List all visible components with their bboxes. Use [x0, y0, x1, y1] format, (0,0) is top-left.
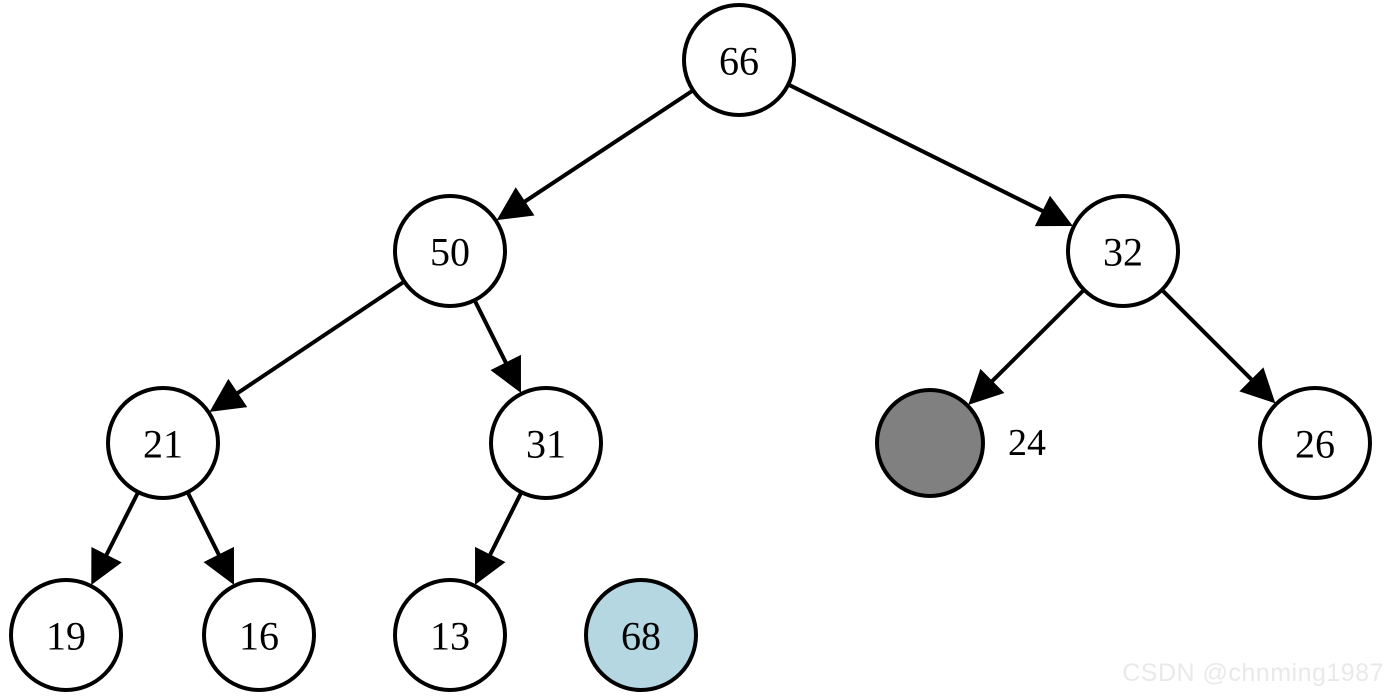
node-label: 32	[1103, 230, 1143, 275]
tree-node[interactable]: 66	[682, 3, 796, 117]
edge-arrowhead	[1034, 195, 1073, 227]
node-circle[interactable]	[9, 578, 123, 692]
edge-line	[473, 300, 511, 369]
tree-edge	[475, 492, 523, 585]
edge-arrowhead	[496, 187, 535, 221]
tree-node[interactable]: 32	[1066, 194, 1180, 308]
tree-edge	[473, 300, 521, 393]
standalone-value-label: 24	[1008, 422, 1046, 464]
node-circle[interactable]	[682, 3, 796, 117]
edge-arrowhead	[490, 354, 521, 393]
node-label: 16	[239, 614, 279, 659]
edge-line	[518, 89, 694, 207]
csdn-watermark: CSDN @chnming1987	[1122, 659, 1384, 687]
node-label: 19	[46, 614, 86, 659]
node-circle[interactable]	[584, 578, 698, 692]
edge-arrowhead	[209, 378, 248, 412]
standalone-labels-layer: 24	[1008, 422, 1046, 464]
node-label: 68	[621, 614, 661, 659]
node-circle[interactable]	[393, 194, 507, 308]
tree-edge	[968, 289, 1085, 405]
edge-arrowhead	[203, 546, 234, 585]
tree-node[interactable]: 21	[106, 386, 220, 500]
node-circle[interactable]	[106, 386, 220, 500]
edge-line	[186, 492, 224, 561]
edge-arrowhead	[475, 546, 506, 585]
tree-edge	[1161, 289, 1276, 404]
node-circle[interactable]	[1258, 386, 1372, 500]
tree-node[interactable]	[875, 388, 985, 498]
node-label: 50	[430, 230, 470, 275]
tree-edge	[186, 492, 234, 585]
node-circle[interactable]	[202, 578, 316, 692]
tree-node[interactable]: 19	[9, 578, 123, 692]
edge-line	[788, 83, 1049, 216]
edges-layer	[91, 83, 1276, 586]
tree-node[interactable]: 26	[1258, 386, 1372, 500]
node-label: 26	[1295, 422, 1335, 467]
node-label: 66	[719, 39, 759, 84]
tree-node[interactable]: 16	[202, 578, 316, 692]
node-circle[interactable]	[489, 386, 603, 500]
edge-line	[1161, 289, 1258, 386]
node-circle[interactable]	[1066, 194, 1180, 308]
edge-arrowhead	[968, 368, 1005, 405]
node-label: 31	[526, 422, 566, 467]
edge-line	[986, 289, 1085, 387]
tree-edge	[209, 280, 405, 412]
tree-node[interactable]: 31	[489, 386, 603, 500]
edge-line	[485, 492, 523, 561]
tree-node[interactable]: 50	[393, 194, 507, 308]
node-label: 21	[143, 422, 183, 467]
node-circle[interactable]	[393, 578, 507, 692]
edge-line	[102, 492, 140, 561]
nodes-layer: 66 50 32 21 31 26 19 16 13 68	[9, 3, 1372, 692]
edge-arrowhead	[1239, 367, 1276, 404]
tree-node[interactable]: 13	[393, 578, 507, 692]
tree-edge	[788, 83, 1073, 227]
edge-arrowhead	[91, 547, 122, 586]
node-circle[interactable]	[875, 388, 985, 498]
tree-edge	[91, 492, 140, 586]
edge-line	[231, 280, 405, 398]
node-label: 13	[430, 614, 470, 659]
tree-edge	[496, 89, 694, 221]
tree-node[interactable]: 68	[584, 578, 698, 692]
